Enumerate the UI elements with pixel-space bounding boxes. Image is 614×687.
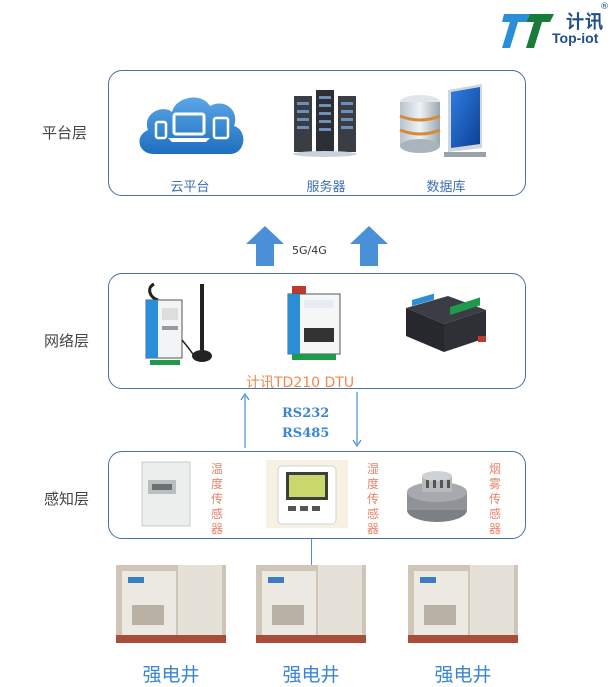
uplink-label: 5G/4G xyxy=(292,244,327,257)
humidity-sensor-caption: 湿度传感器 xyxy=(366,462,379,536)
temperature-sensor-caption: 温度传感器 xyxy=(210,462,223,536)
electrical-well-icon xyxy=(256,565,366,643)
dtu-device-antenna xyxy=(136,280,218,366)
server-item xyxy=(292,88,358,158)
rs232-label: RS232 xyxy=(282,406,330,421)
well-photo-2 xyxy=(256,565,366,643)
smoke-sensor-icon xyxy=(407,471,467,522)
server-caption: 服务器 xyxy=(306,180,346,195)
well-connector-line xyxy=(311,539,312,565)
logo-registered-mark: ® xyxy=(600,2,609,12)
cloud-devices-icon xyxy=(139,97,244,154)
well-photo-3 xyxy=(408,565,518,643)
logo-en-text: Top-iot xyxy=(552,30,599,46)
cloud-platform-item xyxy=(132,84,250,162)
temperature-sensor xyxy=(138,460,194,528)
smoke-sensor xyxy=(404,462,470,528)
rs485-label: RS485 xyxy=(282,426,330,441)
database-icon xyxy=(399,84,486,157)
logo xyxy=(500,4,612,50)
dtu-box-icon xyxy=(406,293,486,352)
cloud-platform-caption: 云平台 xyxy=(170,180,210,195)
well-caption-1: 强电井 xyxy=(142,664,200,686)
network-layer-label: 网络层 xyxy=(44,332,90,350)
dtu-with-antenna-icon xyxy=(145,282,212,365)
temperature-sensor-icon xyxy=(141,461,191,527)
well-caption-3: 强电井 xyxy=(434,664,492,686)
database-caption: 数据库 xyxy=(426,180,466,195)
logo-mark-icon xyxy=(502,14,554,48)
well-caption-2: 强电井 xyxy=(282,664,340,686)
dtu-td210-icon xyxy=(287,286,341,360)
humidity-sensor-icon xyxy=(266,460,348,528)
smoke-sensor-caption: 烟雾传感器 xyxy=(488,462,501,536)
dtu-device-main xyxy=(282,280,346,364)
well-photo-1 xyxy=(116,565,226,643)
uplink-arrow-right-icon xyxy=(350,226,388,266)
platform-layer-label: 平台层 xyxy=(42,124,88,142)
down-line-arrow-icon xyxy=(352,392,362,448)
database-item xyxy=(396,82,488,160)
electrical-well-icon xyxy=(116,565,226,643)
logo-cn-text: 计讯 xyxy=(566,12,604,33)
server-rack-icon xyxy=(293,90,357,157)
dtu-caption: 计讯TD210 DTU xyxy=(246,375,355,391)
electrical-well-icon xyxy=(408,565,518,643)
uplink-arrow-left-icon xyxy=(246,226,284,266)
sensing-layer-label: 感知层 xyxy=(44,490,90,508)
dtu-device-box xyxy=(398,288,490,358)
up-line-arrow-icon xyxy=(240,392,250,448)
humidity-sensor xyxy=(266,460,348,528)
